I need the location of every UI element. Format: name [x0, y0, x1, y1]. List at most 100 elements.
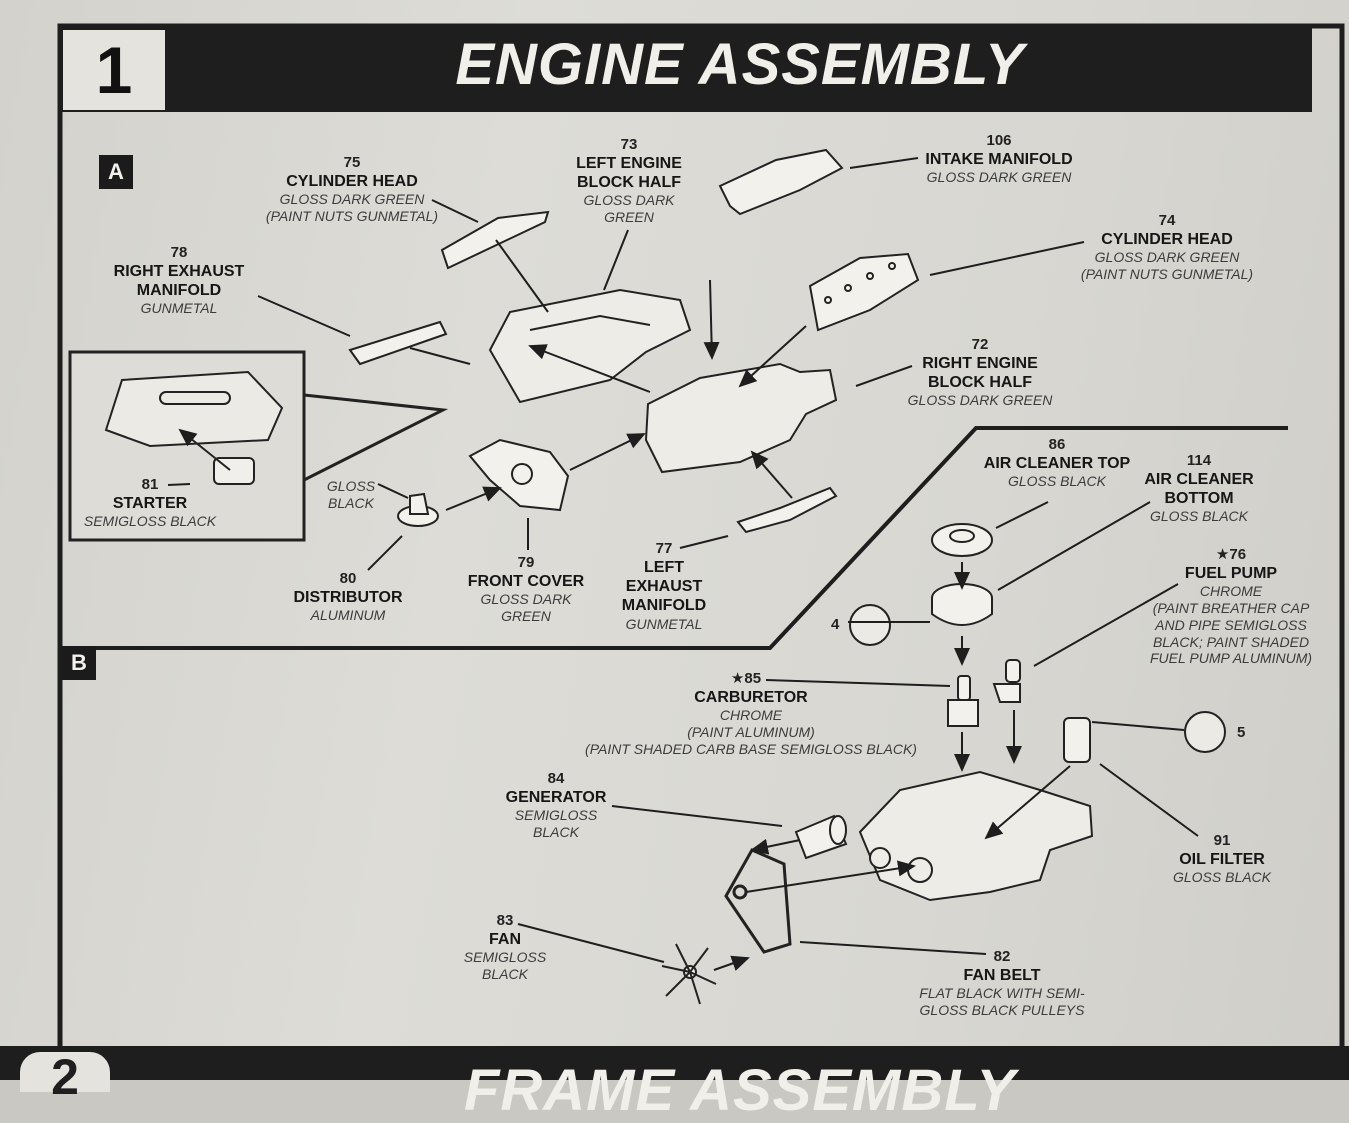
- part-name: FAN: [489, 931, 521, 948]
- starter-inset-box: [68, 350, 449, 542]
- callout-cylinder-head-75: 75 CYLINDER HEAD GLOSS DARK GREEN (PAINT…: [262, 154, 442, 225]
- part-number: 80: [339, 570, 357, 587]
- engine-assembly-drawing: [858, 770, 1094, 902]
- callout-right-exhaust-manifold-78: 78 RIGHT EXHAUST MANIFOLD GUNMETAL: [104, 244, 254, 317]
- part-finish: FLAT BLACK WITH SEMI- GLOSS BLACK PULLEY…: [919, 985, 1085, 1018]
- part-finish: SEMIGLOSS BLACK: [514, 807, 598, 840]
- part-finish: GLOSS BLACK: [326, 478, 376, 511]
- left-exhaust-manifold-77-drawing: [736, 486, 838, 534]
- callout-starter-81: 81 STARTER SEMIGLOSS BLACK: [80, 476, 220, 530]
- callout-distributor-80: 80 DISTRIBUTOR ALUMINUM: [278, 570, 418, 624]
- fuel-pump-76-drawing: [992, 659, 1021, 703]
- air-cleaner-top-86-drawing: [931, 523, 993, 557]
- part-number: 83: [496, 912, 514, 929]
- part-finish: CHROME (PAINT BREATHER CAP AND PIPE SEMI…: [1149, 583, 1313, 667]
- part-name: RIGHT EXHAUST MANIFOLD: [113, 263, 245, 300]
- callout-left-exhaust-manifold-77: 77 LEFT EXHAUST MANIFOLD GUNMETAL: [606, 540, 722, 632]
- part-finish: SEMIGLOSS BLACK: [83, 513, 217, 530]
- part-number: 79: [517, 554, 535, 571]
- leader-lines: [167, 157, 1199, 963]
- left-block-half-73-drawing: [488, 288, 692, 404]
- part-finish: SEMIGLOSS BLACK: [463, 949, 547, 982]
- right-block-half-72-drawing: [644, 362, 838, 474]
- fan-belt-82-drawing: [724, 848, 792, 954]
- part-name: INTAKE MANIFOLD: [925, 151, 1073, 168]
- step-number: 1: [63, 30, 165, 110]
- callout-air-cleaner-bottom-114: 114 AIR CLEANER BOTTOM GLOSS BLACK: [1134, 452, 1264, 525]
- part-finish: GLOSS DARK GREEN: [583, 192, 675, 226]
- cylinder-head-74-drawing: [808, 252, 920, 332]
- oil-filter-91-drawing: [1063, 717, 1091, 763]
- part-number: ★76: [1215, 546, 1247, 563]
- part-number: 106: [986, 132, 1012, 149]
- assembly-arrows: [445, 279, 1071, 971]
- part-finish: GLOSS DARK GREEN: [926, 169, 1072, 186]
- part-number: 77: [655, 540, 673, 557]
- generator-84-drawing: [794, 814, 848, 860]
- part-number: ★85: [730, 670, 762, 687]
- decal-5-drawing: [1184, 711, 1226, 753]
- part-number: 81: [141, 476, 159, 493]
- next-step-number: 2: [20, 1052, 110, 1102]
- part-number: 74: [1158, 212, 1176, 229]
- callout-intake-manifold-106: 106 INTAKE MANIFOLD GLOSS DARK GREEN: [910, 132, 1088, 186]
- section-b-badge: B: [62, 646, 96, 680]
- right-exhaust-manifold-78-drawing: [348, 320, 448, 366]
- part-name: AIR CLEANER BOTTOM: [1144, 471, 1254, 508]
- part-number: 82: [993, 948, 1011, 965]
- part-finish: GLOSS BLACK: [1149, 508, 1249, 525]
- part-finish: GLOSS DARK GREEN (PAINT NUTS GUNMETAL): [265, 191, 439, 224]
- decal-ref-4: 4: [831, 616, 840, 633]
- part-number: 86: [1048, 436, 1066, 453]
- part-name: LEFT ENGINE BLOCK HALF: [576, 155, 682, 192]
- carburetor-85-drawing: [947, 675, 979, 727]
- part-name: CYLINDER HEAD: [286, 173, 418, 190]
- callout-cylinder-head-74: 74 CYLINDER HEAD GLOSS DARK GREEN (PAINT…: [1076, 212, 1258, 283]
- part-number: 91: [1213, 832, 1231, 849]
- next-step-bar: [0, 1046, 1349, 1080]
- section-divider: [60, 426, 1288, 650]
- diagram-canvas: [0, 23, 1349, 1080]
- decal-4-drawing: [849, 604, 891, 646]
- callout-oil-filter-91: 91 OIL FILTER GLOSS BLACK: [1160, 832, 1284, 886]
- callout-air-cleaner-top-86: 86 AIR CLEANER TOP GLOSS BLACK: [972, 436, 1142, 490]
- air-cleaner-bottom-114-drawing: [931, 583, 993, 626]
- next-step-title: FRAME ASSEMBLY: [463, 1058, 1017, 1123]
- part-finish: GUNMETAL: [140, 300, 218, 317]
- part-finish: GLOSS DARK GREEN (PAINT NUTS GUNMETAL): [1080, 249, 1254, 282]
- title-bar: [60, 24, 1312, 112]
- callout-fan-83: 83 FAN SEMIGLOSS BLACK: [452, 912, 558, 983]
- part-name: DISTRIBUTOR: [293, 589, 403, 606]
- part-name: CYLINDER HEAD: [1101, 231, 1233, 248]
- part-finish: GUNMETAL: [625, 615, 703, 632]
- intake-manifold-106-drawing: [718, 148, 844, 216]
- callout-front-cover-79: 79 FRONT COVER GLOSS DARK GREEN: [452, 554, 600, 625]
- decal-ref-5: 5: [1237, 724, 1246, 741]
- part-number: 72: [971, 336, 989, 353]
- part-finish: GLOSS DARK GREEN: [480, 591, 572, 624]
- part-finish: GLOSS BLACK: [1007, 473, 1107, 490]
- part-name: FAN BELT: [963, 967, 1041, 984]
- part-number: 78: [170, 244, 188, 261]
- part-number: 114: [1186, 452, 1212, 469]
- part-name: AIR CLEANER TOP: [983, 455, 1131, 472]
- part-name: GENERATOR: [505, 789, 607, 806]
- callout-carburetor-85: ★85 CARBURETOR CHROME (PAINT ALUMINUM) (…: [566, 670, 936, 758]
- distributor-80-drawing: [397, 492, 439, 527]
- part-finish: GLOSS BLACK: [1172, 869, 1272, 886]
- part-name: OIL FILTER: [1179, 851, 1265, 868]
- step-title: ENGINE ASSEMBLY: [455, 31, 1025, 97]
- part-name: STARTER: [112, 495, 188, 512]
- callout-right-block-half-72: 72 RIGHT ENGINE BLOCK HALF GLOSS DARK GR…: [900, 336, 1060, 409]
- section-a-badge: A: [99, 155, 133, 189]
- callout-fan-belt-82: 82 FAN BELT FLAT BLACK WITH SEMI- GLOSS …: [900, 948, 1104, 1019]
- callout-fuel-pump-76: ★76 FUEL PUMP CHROME (PAINT BREATHER CAP…: [1140, 546, 1322, 667]
- part-number: 73: [620, 136, 638, 153]
- part-number: 84: [547, 770, 565, 787]
- part-number: 75: [343, 154, 361, 171]
- part-name: RIGHT ENGINE BLOCK HALF: [922, 355, 1038, 392]
- part-name: FUEL PUMP: [1184, 565, 1278, 582]
- cylinder-head-75-drawing: [440, 210, 550, 270]
- callout-gloss-black-note: GLOSS BLACK: [318, 478, 384, 512]
